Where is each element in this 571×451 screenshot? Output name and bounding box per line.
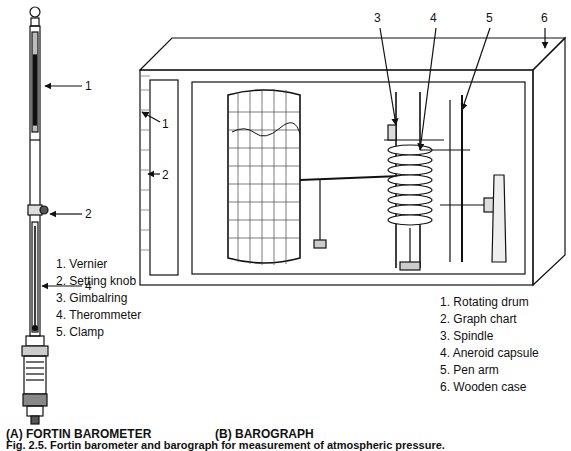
callout-number: 1	[85, 80, 92, 92]
callout-number: 2	[162, 169, 169, 181]
fortin-barometer	[22, 7, 82, 424]
part-list-item: 5. Clamp	[56, 326, 104, 338]
part-list-item: 2. Setting knob	[56, 275, 136, 287]
part-list-item: 3. Gimbalring	[56, 292, 127, 304]
callout-number: 6	[541, 12, 548, 24]
barograph	[140, 28, 565, 285]
callout-number: 5	[486, 12, 493, 24]
sub-caption: (A) FORTIN BAROMETER	[6, 428, 151, 440]
part-list-item: 6. Wooden case	[440, 381, 527, 393]
part-list-item: 2. Graph chart	[440, 313, 517, 325]
part-list-item: 1. Vernier	[56, 258, 107, 270]
callout-number: 3	[374, 12, 381, 24]
part-list-item: 4. Therommeter	[56, 309, 141, 321]
part-list-item: 5. Pen arm	[440, 364, 499, 376]
callout-number: 1	[162, 118, 169, 130]
callout-number: 2	[85, 208, 92, 220]
part-list-item: 3. Spindle	[440, 330, 493, 342]
part-list-item: 1. Rotating drum	[440, 296, 529, 308]
figure-caption: Fig. 2.5. Fortin barometer and barograph…	[6, 440, 445, 451]
part-list-item: 4. Aneroid capsule	[440, 347, 539, 359]
sub-caption: (B) BAROGRAPH	[215, 428, 314, 440]
callout-number: 4	[430, 12, 437, 24]
